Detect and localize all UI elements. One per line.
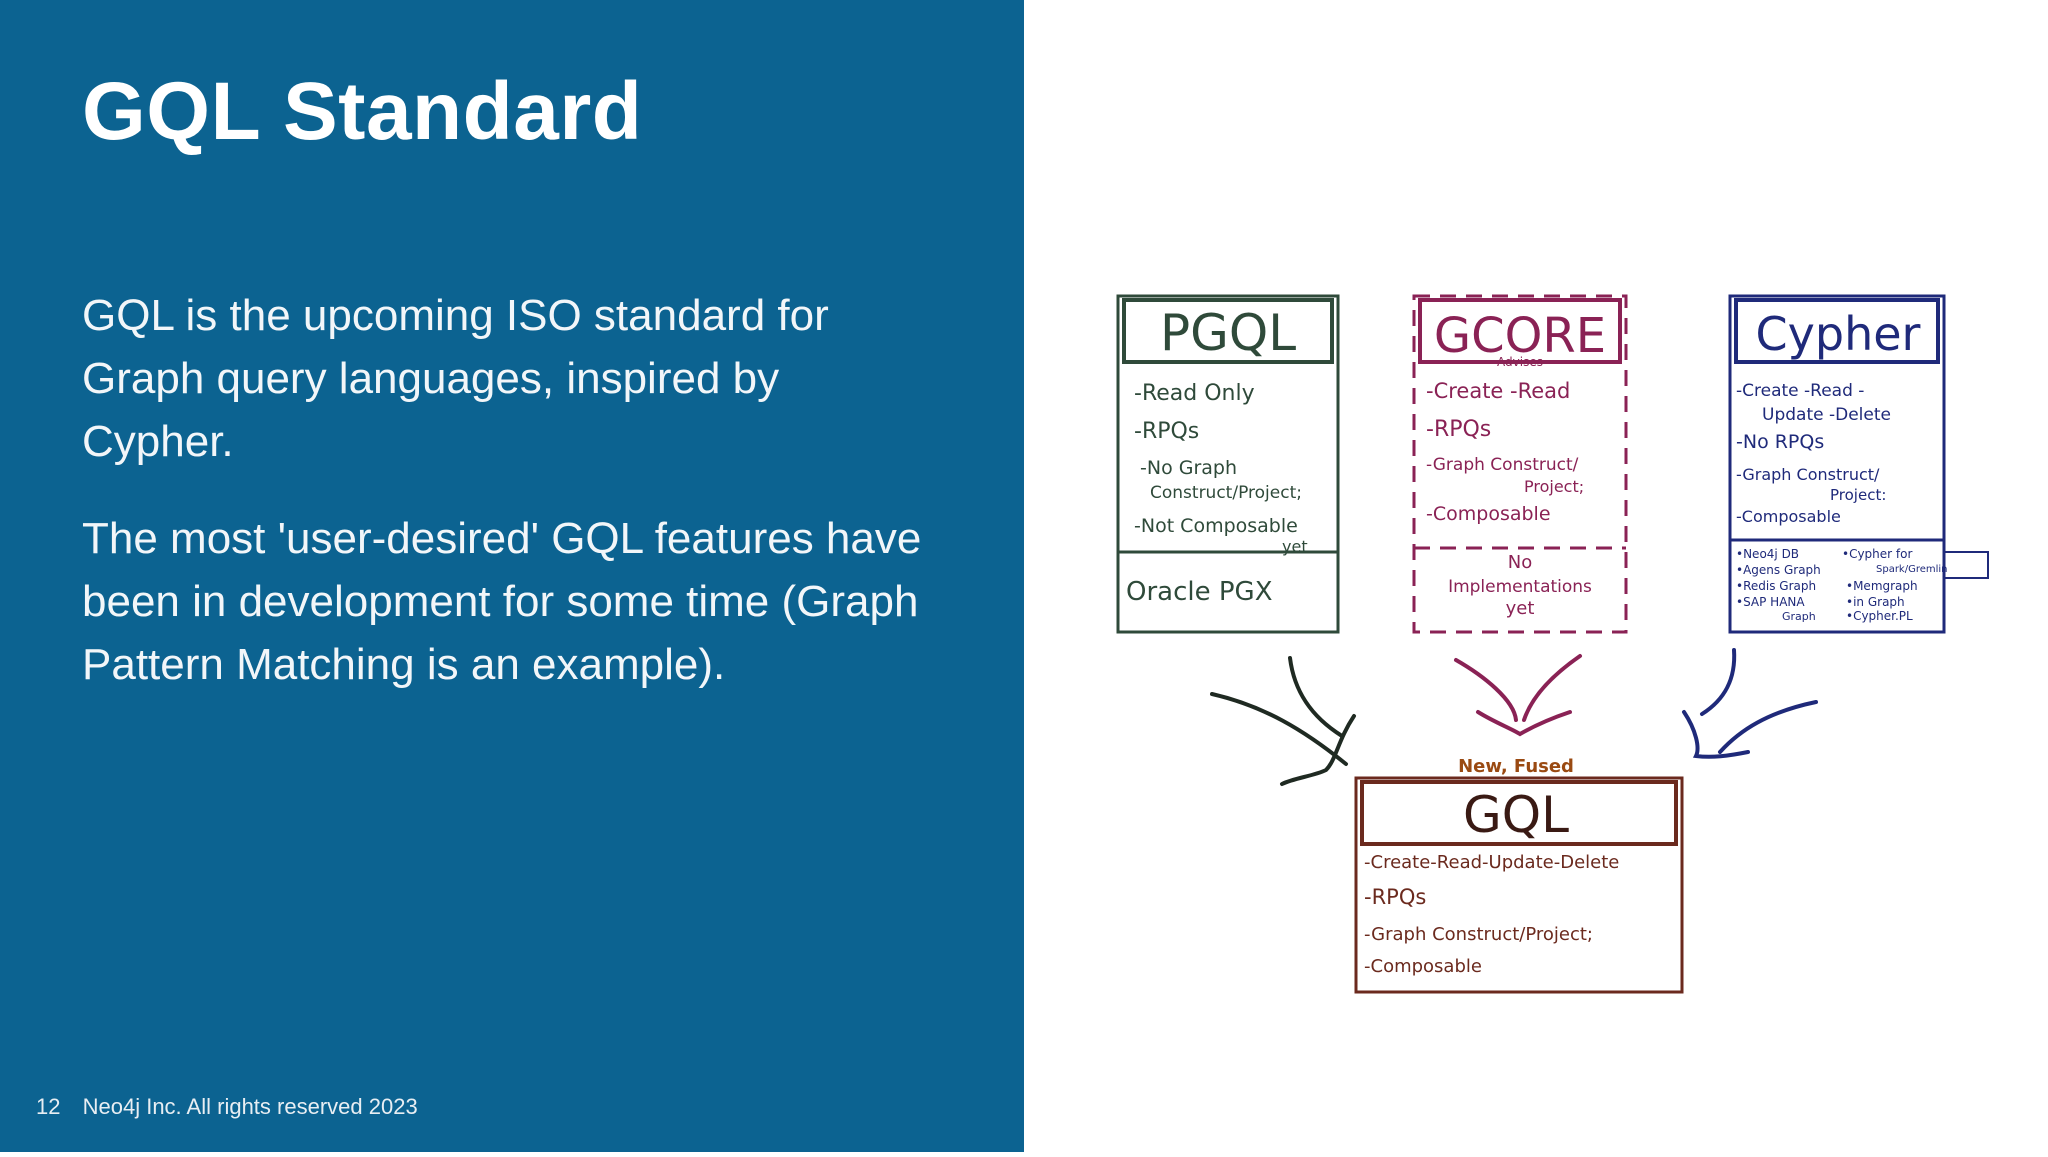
- cypher-item: -No RPQs: [1736, 431, 1824, 453]
- gcore-title: GCORE: [1434, 308, 1606, 364]
- features-paragraph: The most 'user-desired' GQL features hav…: [82, 514, 922, 689]
- pgql-item: -No Graph: [1140, 457, 1237, 479]
- slide-title: GQL Standard: [82, 66, 643, 157]
- cypher-item: -Create -Read -: [1736, 381, 1864, 401]
- cypher-impl: •Memgraph: [1846, 579, 1918, 593]
- gcore-advises-label: Advises: [1497, 355, 1543, 369]
- arrow-gcore-to-gql: [1454, 654, 1582, 737]
- cypher-item: -Graph Construct/: [1736, 465, 1880, 484]
- arrow-pgql-to-gql: [1210, 656, 1356, 786]
- gcore-item: -Composable: [1426, 503, 1551, 525]
- gcore-item: -Create -Read: [1426, 379, 1570, 403]
- pgql-footer: Oracle PGX: [1126, 577, 1273, 607]
- cypher-item: -Composable: [1736, 507, 1841, 526]
- cypher-impl: •Redis Graph: [1736, 579, 1816, 593]
- gcore-item: -Graph Construct/: [1426, 455, 1579, 475]
- cypher-impl: Spark/Gremlin: [1876, 564, 1948, 575]
- copyright-text: Neo4j Inc. All rights reserved 2023: [82, 1094, 418, 1119]
- gcore-item: Project;: [1524, 477, 1584, 496]
- slide-left-panel: GQL Standard GQL is the upcoming ISO sta…: [0, 0, 1024, 1152]
- cypher-impl: Graph: [1782, 610, 1816, 623]
- gcore-box: GCORE Advises -Create -Read -RPQs -Graph…: [1412, 294, 1628, 634]
- pgql-box: PGQL -Read Only -RPQs -No Graph Construc…: [1116, 294, 1340, 634]
- pgql-item: -Not Composable: [1134, 515, 1298, 537]
- gql-lineage-sketch: PGQL -Read Only -RPQs -No Graph Construc…: [1116, 294, 1989, 994]
- gcore-footer: yet: [1506, 598, 1535, 619]
- cypher-impl: •Cypher for: [1842, 547, 1912, 561]
- pgql-item: -RPQs: [1134, 419, 1199, 444]
- cypher-impl: •in Graph: [1846, 595, 1905, 609]
- gql-item: -Composable: [1364, 956, 1482, 977]
- gcore-item: -RPQs: [1426, 417, 1491, 442]
- pgql-item: yet: [1282, 537, 1308, 556]
- arrow-cypher-to-gql: [1682, 648, 1818, 759]
- pgql-item: Construct/Project;: [1150, 483, 1302, 503]
- slide-footer: 12 Neo4j Inc. All rights reserved 2023: [36, 1092, 418, 1122]
- cypher-impl: •Neo4j DB: [1736, 547, 1799, 561]
- gql-box: New, Fused GQL -Create-Read-Update-Delet…: [1354, 756, 1684, 994]
- gql-item: -Graph Construct/Project;: [1364, 924, 1593, 945]
- cypher-impl: •SAP HANA: [1736, 595, 1805, 609]
- intro-paragraph: GQL is the upcoming ISO standard for Gra…: [82, 291, 829, 466]
- cypher-box: Cypher -Create -Read - Update -Delete -N…: [1728, 294, 1989, 634]
- cypher-impl: •Agens Graph: [1736, 563, 1821, 577]
- cypher-title: Cypher: [1756, 307, 1921, 361]
- gql-item: -RPQs: [1364, 885, 1426, 909]
- slide-right-panel: PGQL -Read Only -RPQs -No Graph Construc…: [1024, 0, 2048, 1152]
- pgql-title: PGQL: [1160, 304, 1296, 362]
- gql-title: GQL: [1463, 786, 1569, 844]
- page-number: 12: [36, 1094, 61, 1119]
- gql-item: -Create-Read-Update-Delete: [1364, 852, 1619, 873]
- cypher-impl: •Cypher.PL: [1846, 609, 1913, 623]
- gcore-footer: Implementations: [1448, 577, 1592, 597]
- cypher-item: Update -Delete: [1762, 405, 1891, 425]
- gcore-footer: No: [1508, 552, 1532, 573]
- pgql-item: -Read Only: [1134, 381, 1255, 406]
- gql-new-fused-label: New, Fused: [1458, 756, 1574, 777]
- cypher-item: Project:: [1830, 486, 1886, 504]
